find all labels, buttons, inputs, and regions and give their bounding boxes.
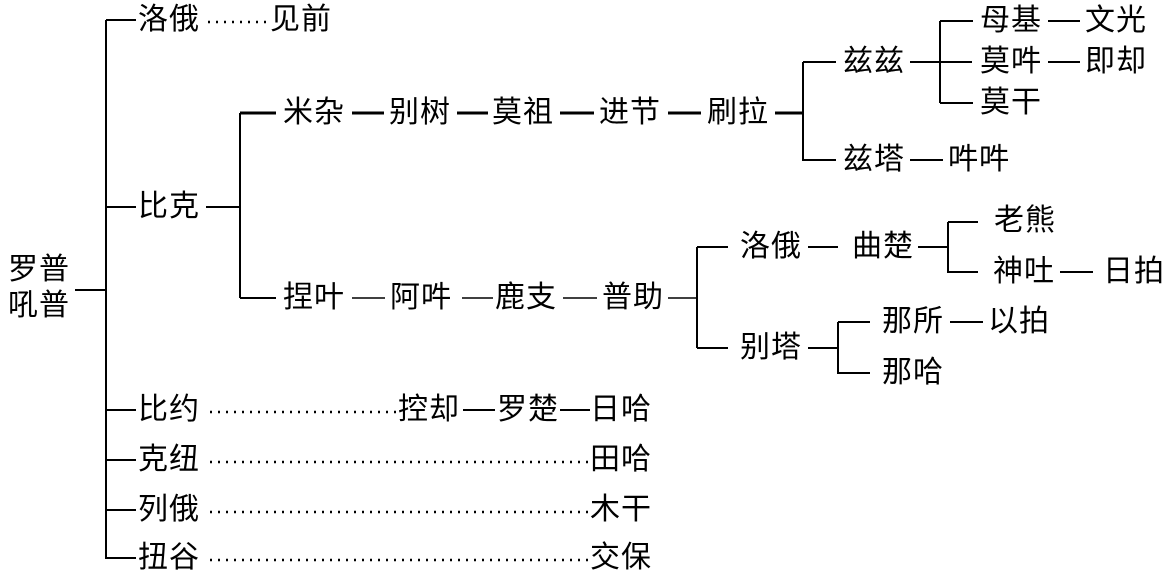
node: 见前 [270,2,332,37]
node: 曲楚 [852,229,914,264]
node: 鹿支 [495,280,557,315]
root-name-line2: 吼普 [8,288,70,323]
node: 捏叶 [283,280,345,315]
node: 别树 [389,95,451,130]
node: 阿吽 [390,280,452,315]
node: 田哈 [590,442,652,477]
node: 那所 [882,304,944,339]
node: 兹兹 [843,44,905,79]
node: 米杂 [283,95,345,130]
node: 文光 [1085,3,1147,38]
node: 控却 [398,392,460,427]
node: 莫干 [980,85,1042,120]
node: 母基 [980,3,1042,38]
node: 扭谷 [138,540,200,575]
node: 进节 [599,95,661,130]
node: 即却 [1085,44,1147,79]
node: 兹塔 [843,142,905,177]
node: 比约 [138,392,200,427]
node: 交保 [590,540,652,575]
node: 日拍 [1103,254,1163,289]
node: 普助 [602,280,664,315]
node: 日哈 [590,392,652,427]
node: 罗楚 [497,392,559,427]
node: 比克 [138,189,200,224]
node: 神吐 [993,254,1055,289]
node: 莫祖 [492,95,554,130]
node: 洛俄 [740,229,802,264]
root-name-line1: 罗普 [8,252,70,287]
node: 洛俄 [138,2,200,37]
node: 克纽 [138,442,200,477]
node: 刷拉 [707,95,769,130]
node: 那哈 [882,355,944,390]
node: 列俄 [138,492,200,527]
node: 木干 [590,492,652,527]
node: 老熊 [994,203,1056,238]
node: 别塔 [740,330,802,365]
node: 吽吽 [948,142,1010,177]
node: 莫吽 [980,44,1042,79]
node: 以拍 [988,304,1050,339]
